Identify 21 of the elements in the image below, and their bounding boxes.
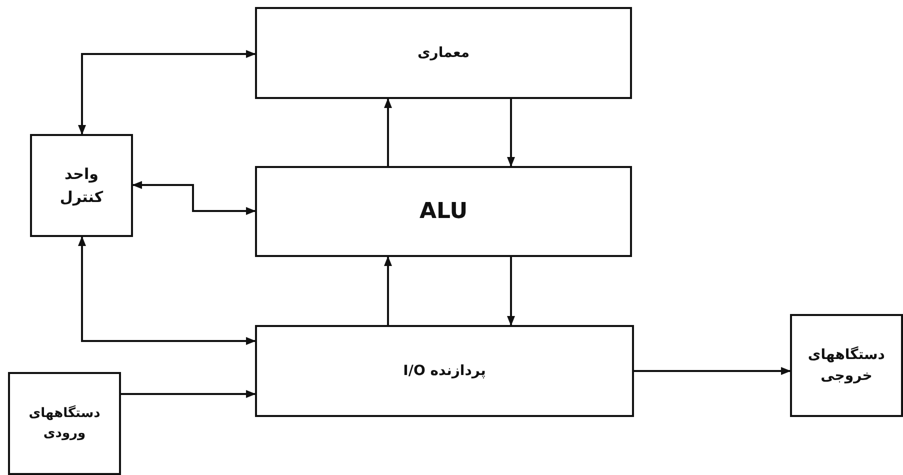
box-label: معماری xyxy=(417,44,470,62)
arrow xyxy=(78,236,256,345)
input-devices-box xyxy=(8,372,121,475)
arrow xyxy=(132,181,256,215)
arrow xyxy=(78,50,256,135)
arrow xyxy=(384,98,392,166)
box-label: واحد کنترل xyxy=(58,164,104,208)
box-label: دستگاههای خروجی xyxy=(808,345,885,386)
io-processor-box xyxy=(255,325,634,417)
alu-box xyxy=(255,166,632,257)
memory-box xyxy=(255,7,632,99)
control-unit-box xyxy=(30,134,133,237)
box-label: پردازنده I/O xyxy=(403,362,486,380)
arrow xyxy=(384,256,392,325)
arrow xyxy=(634,367,791,375)
arrow xyxy=(507,257,515,326)
arrow xyxy=(507,99,515,167)
output-devices-box xyxy=(790,314,903,417)
arrow xyxy=(121,390,256,398)
box-label: دستگاههای ورودی xyxy=(28,404,102,442)
box-label: ALU xyxy=(419,198,468,226)
